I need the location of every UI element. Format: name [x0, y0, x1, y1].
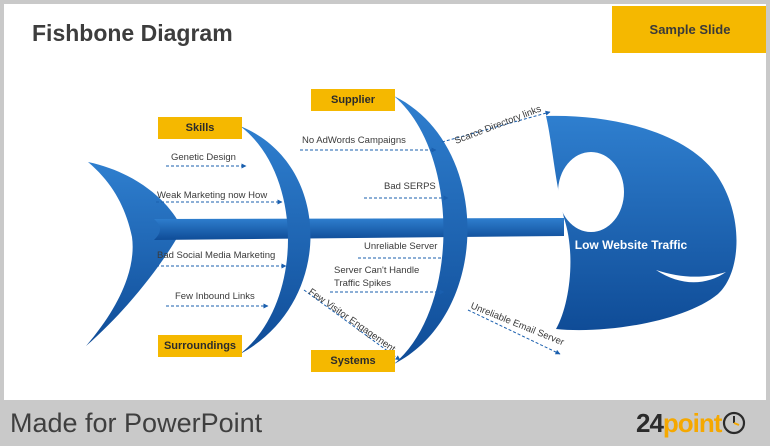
- arrow-unreliable-email: [467, 309, 561, 355]
- cause-bad-social: Bad Social Media Marketing: [157, 250, 276, 261]
- category-surroundings: Surroundings: [158, 335, 242, 357]
- fish-mouth: [656, 270, 726, 283]
- logo-word: point: [662, 407, 723, 438]
- cause-genetic-design: Genetic Design: [171, 152, 236, 163]
- footer: Made for PowerPoint 24 point: [0, 400, 770, 446]
- cause-bad-serps: Bad SERPS: [384, 181, 436, 192]
- category-skills: Skills: [158, 117, 242, 139]
- cause-unreliable-email: Unreliable Email Server: [469, 301, 566, 349]
- cause-weak-marketing: Weak Marketing now How: [157, 190, 268, 201]
- footer-text: Made for PowerPoint: [10, 408, 263, 438]
- fish-spine: [154, 218, 564, 240]
- fish-tail: [86, 162, 182, 346]
- arrow-scarce-directory: [441, 110, 551, 143]
- cause-server-cant-handle-line2: Traffic Spikes: [334, 278, 392, 289]
- slide-title: Fishbone Diagram: [32, 20, 233, 46]
- fishbone-diagram: Low Website Traffic Scarce Directory lin…: [86, 96, 737, 364]
- fish-eye: [558, 152, 624, 232]
- slide: Fishbone Diagram Sample Slide: [4, 4, 766, 400]
- clock-icon: [723, 411, 746, 435]
- cause-few-inbound: Few Inbound Links: [175, 291, 255, 302]
- fish-rib-1: [240, 126, 311, 354]
- brand-logo: 24 point: [636, 407, 746, 439]
- cause-few-visitor: Few Visitor Engagement: [306, 286, 397, 354]
- fish-rib-2: [394, 96, 468, 364]
- sample-slide-badge: Sample Slide: [612, 6, 766, 53]
- cause-server-cant-handle-line1: Server Can't Handle: [334, 265, 420, 276]
- cause-unreliable-server: Unreliable Server: [364, 241, 438, 252]
- cause-no-adwords: No AdWords Campaigns: [302, 135, 406, 146]
- effect-label: Low Website Traffic: [575, 238, 688, 252]
- category-supplier: Supplier: [311, 89, 395, 111]
- category-systems: Systems: [311, 350, 395, 372]
- logo-number: 24: [636, 407, 664, 438]
- cause-scarce-directory: Scarce Directory links: [453, 104, 543, 147]
